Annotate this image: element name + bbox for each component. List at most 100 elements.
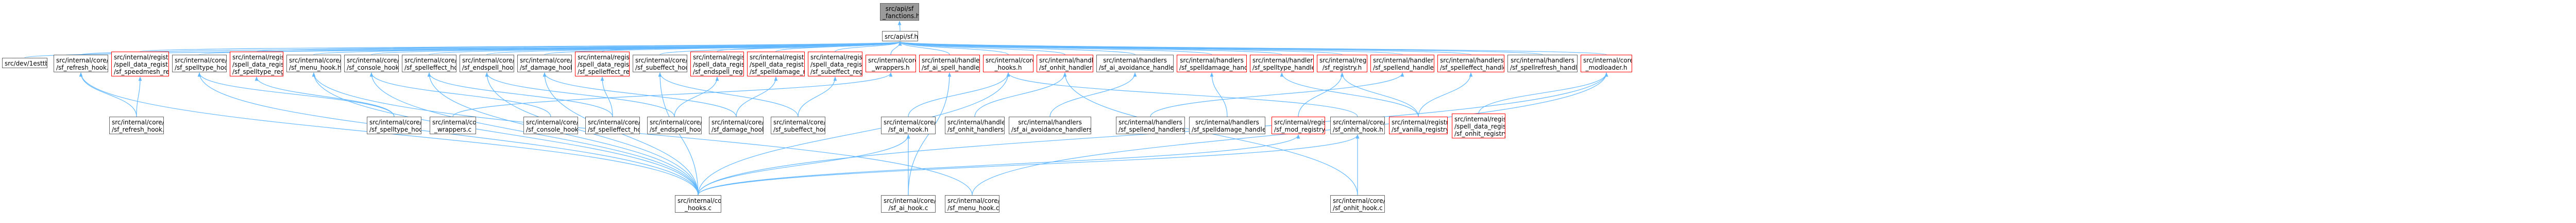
- node-label: /sf_console_hook.h: [347, 64, 399, 71]
- edge-vanilla-to-registry-h: [1340, 72, 1419, 117]
- node-label: src/internal/handlers: [1180, 57, 1244, 64]
- edge-onhit-registry-to-modloader: [1478, 72, 1608, 114]
- node-spelldamage-h[interactable]: src/internal/handlers/sf_spelldamage_han…: [1177, 55, 1247, 72]
- node-label: /sf_spelleffect_registry.h: [578, 68, 630, 75]
- node-label: /sf_spelleffect_hook.h: [404, 64, 456, 71]
- node-label: src/internal/handlers: [947, 119, 1004, 126]
- node-r-spelldamage[interactable]: src/internal/registry/spell_data_registr…: [747, 52, 805, 76]
- edge-onhit-to-apisf: [898, 41, 1065, 55]
- edge-spelltype-c-to-r-spelltype: [255, 76, 395, 117]
- node-ai-hook-h[interactable]: src/internal/core/hooks/sf_ai_hook.h: [881, 117, 936, 134]
- node-refresh-c[interactable]: src/internal/core/hooks/sf_refresh_hook.…: [109, 117, 164, 134]
- node-ai-avoid[interactable]: src/internal/handlers/sf_ai_avoidance_ha…: [1096, 55, 1174, 72]
- edge-onhit-hook-h-to-core-hooks: [1006, 72, 1358, 117]
- node-label: _wrappers.c: [434, 126, 472, 133]
- node-onhit-hook-h[interactable]: src/internal/core/hooks/sf_onhit_hook.h: [1330, 117, 1385, 134]
- node-label: /sf_ai_hook.c: [888, 204, 928, 212]
- node-r-speedmesh[interactable]: src/internal/registry/spell_data_registr…: [111, 52, 169, 76]
- node-h-subeffect[interactable]: src/internal/core/hooks/sf_subeffect_hoo…: [633, 55, 687, 72]
- edge-registry-h-to-apisf: [899, 41, 1343, 55]
- node-onhit[interactable]: src/internal/handlers/sf_onhit_handlers.…: [1037, 55, 1093, 72]
- node-ai-spell[interactable]: src/internal/handlers/sf_ai_spell_handle…: [919, 55, 980, 72]
- node-mod-registry[interactable]: src/internal/registry/sf_mod_registry.h: [1272, 117, 1325, 134]
- node-onhit-hook-c[interactable]: src/internal/core/hooks/sf_onhit_hook.c: [1330, 195, 1385, 213]
- node-onhit-cpp[interactable]: src/internal/handlers/sf_onhit_handlers.…: [945, 117, 1005, 134]
- node-devl[interactable]: src/dev/1esttbsf.cpp: [2, 58, 47, 68]
- node-h-console[interactable]: src/internal/core/hooks/sf_console_hook.…: [344, 55, 399, 72]
- node-damage-c[interactable]: src/internal/core/hooks/sf_damage_hook.c: [709, 117, 764, 134]
- node-hooks-c[interactable]: src/internal/core/sf_hooks.c: [675, 195, 721, 213]
- node-wrappers-c[interactable]: src/internal/core/sf_wrappers.c: [430, 117, 476, 134]
- edge-r-spelltype-to-apisf: [256, 41, 902, 52]
- node-ai-hook-c[interactable]: src/internal/core/hooks/sf_ai_hook.c: [881, 195, 936, 213]
- node-label: src/internal/handlers: [922, 57, 980, 64]
- node-label: src/internal/core/hooks: [112, 119, 163, 126]
- node-spellend-cpp[interactable]: src/internal/handlers/sf_spellend_handle…: [1116, 117, 1185, 134]
- edge-r-endspell-to-apisf: [717, 41, 902, 52]
- node-spelltype-c[interactable]: src/internal/core/hooks/sf_spelltype_hoo…: [367, 117, 421, 134]
- node-label: /sf_subeffect_hook.h: [635, 64, 687, 71]
- node-label: src/internal/handlers: [1039, 57, 1093, 64]
- node-ai-avoid-cpp[interactable]: src/internal/handlers/sf_ai_avoidance_ha…: [1009, 117, 1091, 134]
- node-spelleffect-c[interactable]: src/internal/core/hooks/sf_spelleffect_h…: [585, 117, 640, 134]
- node-label: src/internal/core/hooks: [588, 119, 639, 126]
- node-r-subeffect[interactable]: src/internal/registry/spell_data_registr…: [808, 52, 862, 76]
- node-label: src/internal/core/hooks: [56, 57, 108, 64]
- node-r-spelltype[interactable]: src/internal/registry/spell_data_registr…: [230, 52, 283, 76]
- node-label: src/internal/registry: [1319, 57, 1367, 64]
- node-spelldamage-cpp[interactable]: src/internal/handlers/sf_spelldamage_han…: [1189, 117, 1265, 134]
- node-label: src/internal/core/hooks: [884, 197, 935, 204]
- node-spelleffect-h[interactable]: src/internal/handlers/sf_spelleffect_han…: [1437, 55, 1504, 72]
- node-vanilla[interactable]: src/internal/registry/sf_vanilla_registr…: [1389, 117, 1448, 134]
- node-console-c[interactable]: src/internal/core/hooks/sf_console_hook.…: [523, 117, 578, 134]
- node-spellrefresh[interactable]: src/internal/handlers/sf_spellrefresh_ha…: [1507, 55, 1578, 72]
- node-h-spelltype[interactable]: src/internal/core/hooks/sf_spelltype_hoo…: [172, 55, 227, 72]
- node-label: /sf_subeffect_registry.h: [810, 68, 862, 75]
- node-menu-c[interactable]: src/internal/core/hooks/sf_menu_hook.c: [945, 195, 999, 213]
- node-modloader[interactable]: src/internal/core/sf_modloader.h: [1581, 55, 1632, 72]
- edge-modloader-to-apisf: [899, 41, 1607, 55]
- node-r-endspell[interactable]: src/internal/registry/spell_data_registr…: [690, 52, 744, 76]
- node-onhit-registry[interactable]: src/internal/registry/spell_data_registr…: [1452, 114, 1505, 138]
- edge-damage-c-to-h-damage: [543, 72, 737, 117]
- node-label: /sf_menu_hook.c: [947, 204, 999, 212]
- node-subeffect-c[interactable]: src/internal/core/hooks/sf_subeffect_hoo…: [771, 117, 825, 134]
- node-label: /sf_spelldamage_handlers.h: [1179, 64, 1246, 71]
- node-label: /sf_ai_spell_handlers.h: [922, 64, 980, 71]
- node-h-menu[interactable]: src/internal/core/hooks/sf_menu_hook.h: [286, 55, 341, 72]
- node-h-spelleffect[interactable]: src/internal/core/hooks/sf_spelleffect_h…: [402, 55, 456, 72]
- node-label: src/api/sf.h: [885, 33, 918, 40]
- node-apisf[interactable]: src/api/sf.h: [882, 31, 918, 41]
- edge-spelltype-h-to-apisf: [899, 41, 1282, 55]
- node-label: /spell_data_registries: [810, 61, 862, 68]
- node-label: src/internal/registry: [1392, 119, 1448, 126]
- node-label: /spell_data_registries: [693, 61, 743, 68]
- node-label: /sf_damage_hook.h: [520, 64, 571, 71]
- node-endspell-c[interactable]: src/internal/core/hooks/sf_endspell_hook…: [647, 117, 702, 134]
- node-wrappers[interactable]: src/internal/core/sf_wrappers.h: [866, 55, 916, 72]
- node-label: /sf_speedmesh_registry.h: [114, 68, 168, 75]
- node-root[interactable]: src/api/sf_fanctions.h: [880, 3, 919, 21]
- node-r-spelleffect[interactable]: src/internal/registry/spell_data_registr…: [575, 52, 630, 76]
- edge-endspell-c-to-r-endspell: [674, 76, 719, 117]
- node-registry-h[interactable]: src/internal/registry/sf_registry.h: [1317, 55, 1367, 72]
- node-core-hooks[interactable]: src/internal/core/sf_hooks.h: [983, 55, 1033, 72]
- node-label: src/internal/registry: [232, 54, 283, 61]
- node-h-endspell[interactable]: src/internal/core/hooks/sf_endspell_hook…: [460, 55, 514, 72]
- edge-damage-c-to-r-spelldamage: [736, 76, 778, 117]
- node-h-refresh[interactable]: src/internal/core/hooks/sf_refresh_hook.…: [54, 55, 108, 72]
- edge-hooks-c-to-ai-hook-h: [698, 134, 910, 196]
- node-label: /sf_ai_avoidance_handlers.cpp: [1011, 126, 1091, 133]
- node-spelltype-h[interactable]: src/internal/handlers/sf_spelltype_handl…: [1250, 55, 1314, 72]
- edge-spelldamage-h-to-apisf: [899, 41, 1212, 55]
- node-label: /sf_vanilla_registry.h: [1392, 126, 1447, 133]
- node-label: src/internal/registry: [114, 54, 169, 61]
- edge-spelleffect-h-to-apisf: [899, 41, 1471, 55]
- edge-endspell-c-to-h-endspell: [485, 72, 675, 117]
- edge-spelleffect-c-to-r-spelleffect: [600, 76, 613, 117]
- node-h-damage[interactable]: src/internal/core/hooks/sf_damage_hook.h: [517, 55, 572, 72]
- node-label: src/internal/registry: [750, 54, 805, 61]
- node-spellend[interactable]: src/internal/handlers/sf_spellend_handle…: [1370, 55, 1434, 72]
- node-label: src/internal/core/sf: [1583, 57, 1632, 64]
- edge-r-subeffect-to-apisf: [835, 41, 902, 52]
